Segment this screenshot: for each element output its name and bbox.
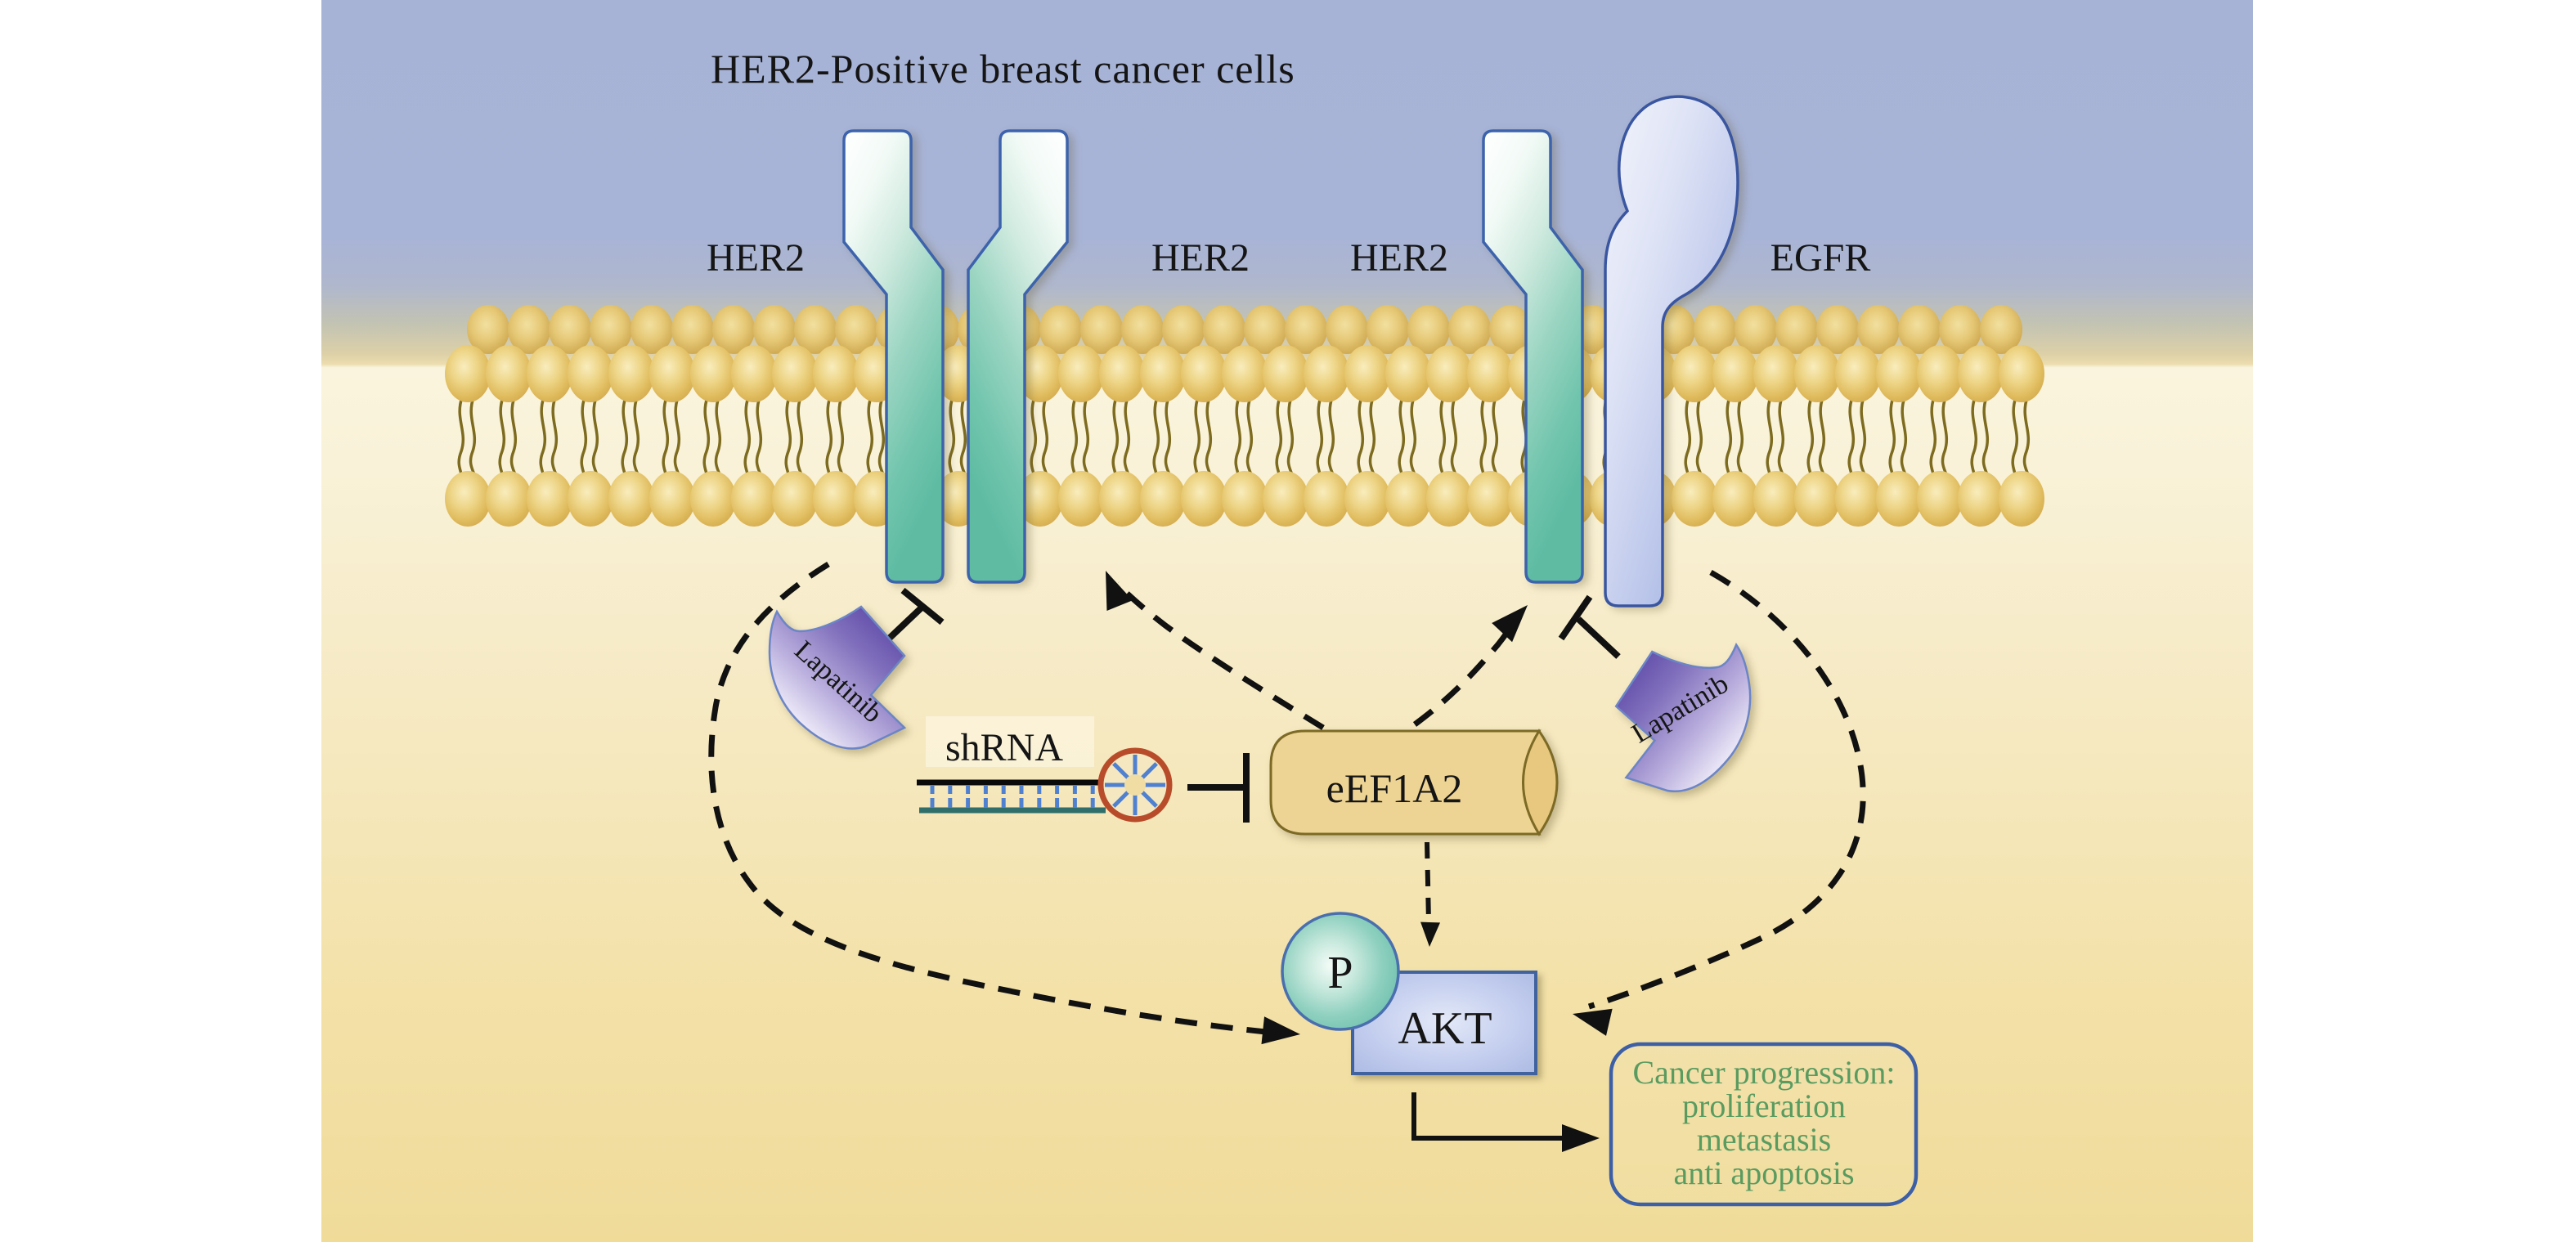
tbar-lapatinib-left-bar (900, 587, 945, 625)
arrow-eef1a2-to-her2dimer (1115, 581, 1325, 730)
phospho-label: P (1327, 948, 1353, 998)
egfr-label: EGFR (1770, 236, 1871, 280)
outcome-item-proliferation: proliferation (1682, 1087, 1846, 1124)
lipid-bilayer-membrane (445, 305, 2044, 527)
shrna-hairpin: shRNA (917, 716, 1173, 823)
outcome-box-frame (1609, 1042, 1919, 1207)
eef1a2-label: eEF1A2 (1326, 765, 1463, 811)
lapatinib-right-shape (1614, 643, 1752, 793)
phospho-circle (1281, 912, 1400, 1031)
shrna-label-backplate (926, 716, 1094, 767)
inhibition-bars (886, 587, 1621, 823)
signal-arrows (708, 562, 1866, 1048)
arrow-egfr-to-akt (1587, 569, 1866, 1010)
lapatinib-right (1614, 643, 1752, 793)
figure-title: HER2-Positive breast cancer cells (711, 46, 1295, 92)
outcome-item-metastasis: metastasis (1697, 1121, 1831, 1158)
outcome-item-antiapoptosis: anti apoptosis (1673, 1155, 1854, 1191)
arrow-eef1a2-to-akt (1425, 841, 1431, 923)
arrow-akt-to-outcome (1411, 1092, 1591, 1141)
lapatinib-left (768, 605, 907, 750)
shrna-loop-spokes (1105, 755, 1165, 815)
lapatinib-left-shape (768, 605, 907, 750)
shrna-loop-center (1124, 774, 1146, 796)
akt-complex: P AKT (1281, 912, 1537, 1075)
cell-background (321, 0, 2253, 1242)
eef1a2-molecule (1269, 729, 1559, 836)
her2-label-2: HER2 (1151, 236, 1250, 280)
tbar-lapatinib-right-bar (1558, 594, 1593, 641)
eef1a2-curl-edge (1522, 729, 1559, 836)
egfr-receptor (1604, 95, 1739, 608)
outcome-box: Cancer progression: proliferation metast… (1609, 1042, 1919, 1207)
receptors (842, 95, 1739, 608)
shrna-rungs (930, 786, 1095, 808)
tbar-lapatinib-left-stem (886, 606, 923, 641)
outcome-title: Cancer progression: (1632, 1054, 1895, 1091)
akt-label: AKT (1398, 1003, 1492, 1054)
arrow-her2-to-pakt (708, 562, 1267, 1035)
tbar-lapatinib-right-stem (1576, 617, 1621, 659)
her2-label-1: HER2 (707, 236, 805, 280)
her2-label-3: HER2 (1350, 236, 1448, 280)
shrna-label: shRNA (945, 726, 1063, 769)
